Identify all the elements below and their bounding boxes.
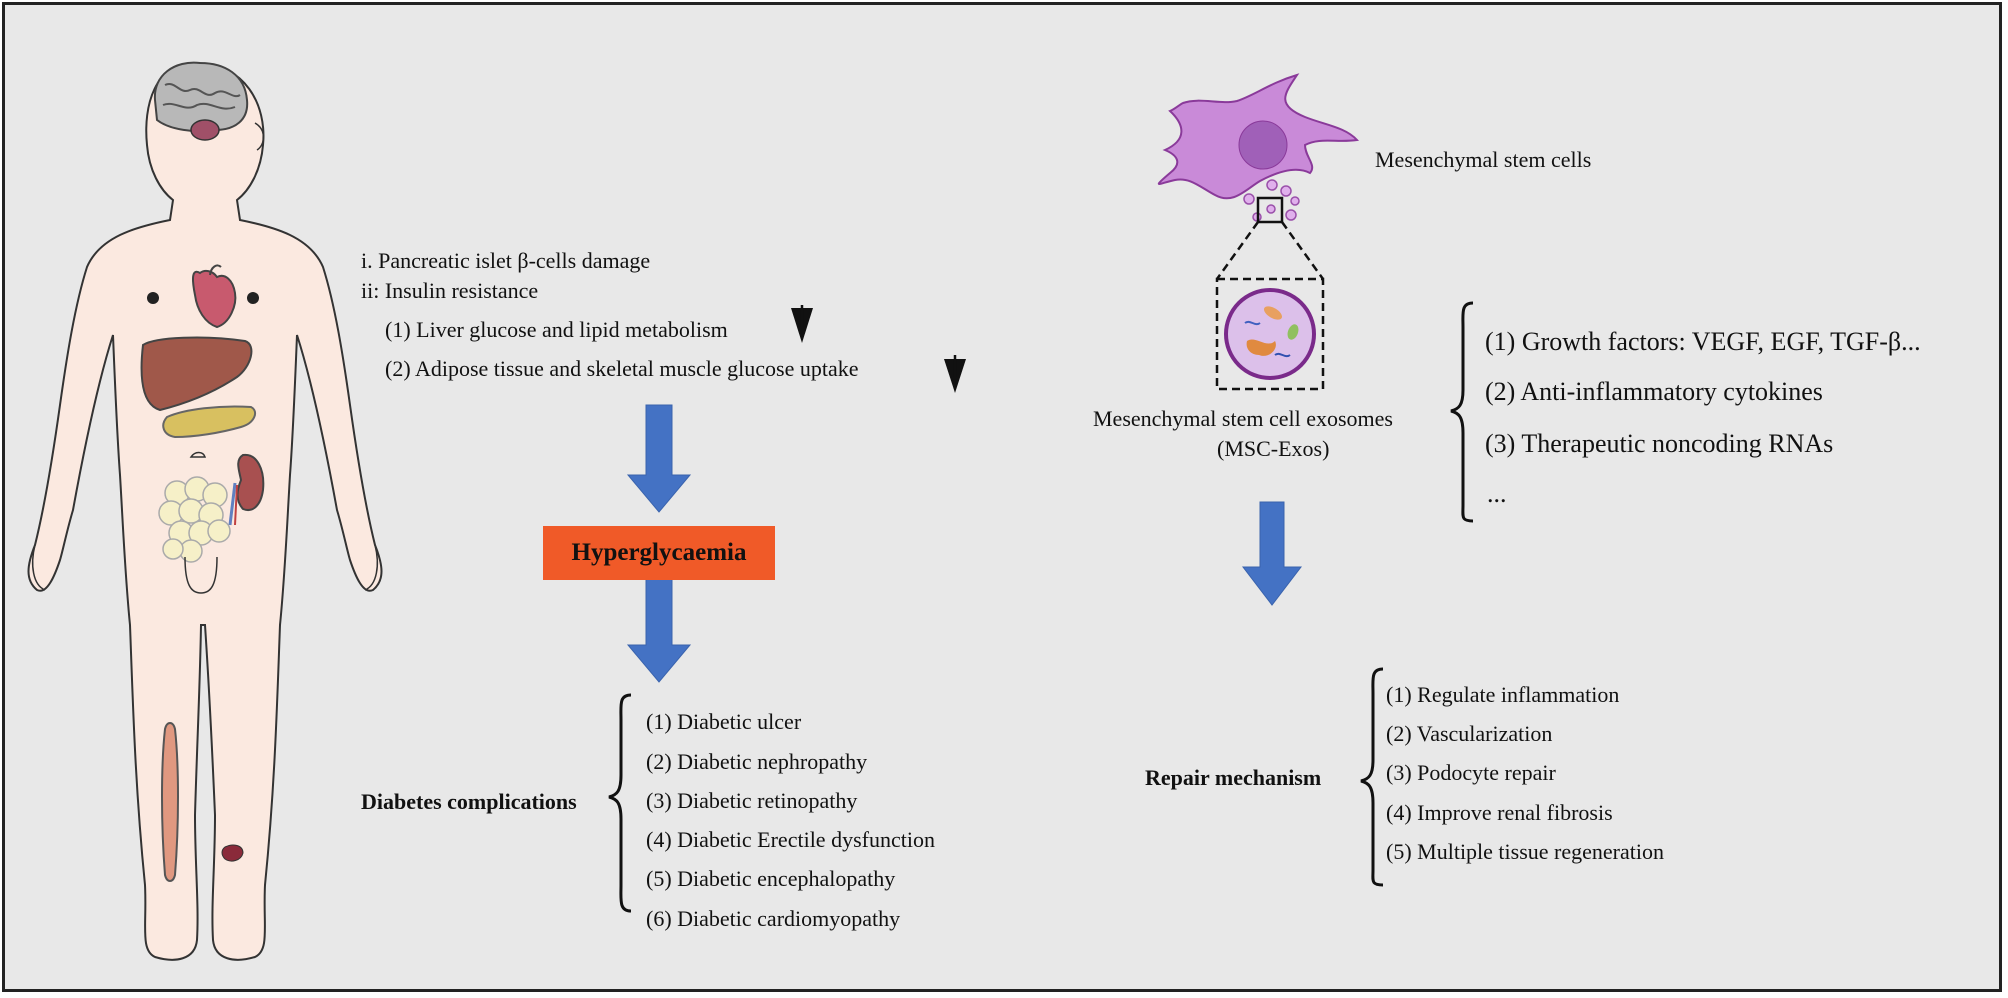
decrease-arrows bbox=[791, 305, 966, 393]
complication-item: (3) Diabetic retinopathy bbox=[646, 788, 858, 813]
diagram-graphics bbox=[27, 61, 1474, 961]
cargo-item: ... bbox=[1487, 479, 1507, 508]
repair-item: (3) Podocyte repair bbox=[1386, 760, 1556, 785]
mesenchymal-stem-cell-icon bbox=[1157, 73, 1360, 222]
hyperglycaemia-box: Hyperglycaemia bbox=[543, 526, 775, 580]
heart-icon bbox=[192, 269, 237, 329]
cargo-item: (3) Therapeutic noncoding RNAs bbox=[1485, 429, 1834, 458]
repair-label: Repair mechanism bbox=[1145, 765, 1322, 790]
complication-item: (2) Diabetic nephropathy bbox=[646, 749, 868, 774]
cargo-item: (2) Anti-inflammatory cytokines bbox=[1485, 377, 1823, 406]
complications-label: Diabetes complications bbox=[361, 789, 577, 814]
cause-insulin-resistance: ii: Insulin resistance bbox=[361, 278, 539, 303]
msc-exos-abbr: (MSC-Exos) bbox=[1217, 436, 1330, 461]
nipple-right-icon bbox=[247, 292, 259, 304]
complication-item: (5) Diabetic encephalopathy bbox=[646, 866, 896, 891]
exosome-zoom bbox=[1215, 196, 1325, 391]
ulcer-icon bbox=[221, 844, 244, 862]
braces bbox=[608, 301, 1474, 913]
pancreas-icon bbox=[162, 405, 257, 439]
flow-arrows bbox=[626, 404, 1303, 683]
msc-exosomes-label: Mesenchymal stem cell exosomes bbox=[1093, 406, 1393, 431]
cerebellum-icon bbox=[190, 119, 220, 141]
arrow-down-to-complications bbox=[626, 574, 692, 683]
msc-label: Mesenchymal stem cells bbox=[1375, 147, 1592, 172]
kidney-icon bbox=[236, 453, 265, 511]
exosome-icon bbox=[1224, 288, 1316, 380]
cargo-brace bbox=[1450, 301, 1474, 523]
complication-item: (6) Diabetic cardiomyopathy bbox=[646, 906, 901, 931]
repair-item: (5) Multiple tissue regeneration bbox=[1386, 839, 1664, 864]
cargo-item: (1) Growth factors: VEGF, EGF, TGF-β... bbox=[1485, 327, 1921, 356]
repair-item: (1) Regulate inflammation bbox=[1386, 682, 1620, 707]
nipple-left-icon bbox=[147, 292, 159, 304]
arrow-down-to-repair bbox=[1241, 501, 1303, 606]
complications-brace bbox=[608, 693, 632, 913]
skeletal-muscle-icon bbox=[161, 722, 179, 882]
liver-icon bbox=[140, 336, 253, 412]
human-body-figure bbox=[27, 61, 383, 961]
cause-liver-metabolism: (1) Liver glucose and lipid metabolism bbox=[385, 317, 728, 342]
cause-glucose-uptake: (2) Adipose tissue and skeletal muscle g… bbox=[385, 356, 859, 381]
complication-item: (1) Diabetic ulcer bbox=[646, 709, 802, 734]
arrow-down-to-hyperglycaemia bbox=[626, 404, 692, 513]
adipose-tissue-icon bbox=[158, 476, 231, 563]
complication-item: (4) Diabetic Erectile dysfunction bbox=[646, 827, 935, 852]
cause-beta-cell-damage: i. Pancreatic islet β-cells damage bbox=[361, 248, 651, 273]
repair-item: (2) Vascularization bbox=[1386, 721, 1553, 746]
repair-brace bbox=[1360, 667, 1384, 887]
repair-item: (4) Improve renal fibrosis bbox=[1386, 800, 1613, 825]
